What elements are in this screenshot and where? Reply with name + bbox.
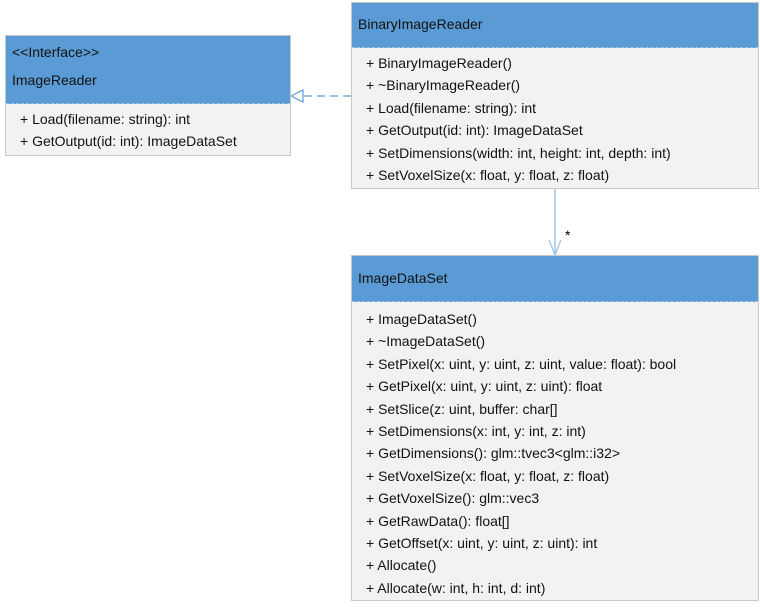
- method-list: + ImageDataSet() + ~ImageDataSet() + Set…: [352, 302, 758, 599]
- method: + SetDimensions(x: int, y: int, z: int): [366, 423, 586, 440]
- class-image-reader[interactable]: <<Interface>> ImageReader + Load(filenam…: [5, 35, 291, 156]
- method: + GetOffset(x: uint, y: uint, z: uint): …: [366, 535, 598, 552]
- class-header: ImageDataSet: [352, 256, 758, 302]
- method: + ~ImageDataSet(): [366, 333, 486, 350]
- method: + Load(filename: string): int: [20, 111, 191, 127]
- method: + GetRawData(): float[]: [366, 512, 510, 529]
- class-name: ImageReader: [12, 72, 97, 88]
- method: + GetDimensions(): glm::tvec3<glm::i32>: [366, 445, 621, 462]
- method-list: + BinaryImageReader() + ~BinaryImageRead…: [352, 48, 758, 186]
- method: + GetOutput(id: int): ImageDataSet: [20, 133, 237, 150]
- class-header: BinaryImageReader: [352, 3, 758, 48]
- method: + Allocate(w: int, h: int, d: int): [366, 579, 546, 596]
- class-stereotype: <<Interface>>: [12, 44, 100, 60]
- class-header: <<Interface>> ImageReader: [6, 36, 290, 104]
- method-list: + Load(filename: string): int + GetOutpu…: [6, 104, 290, 153]
- class-image-data-set[interactable]: ImageDataSet + ImageDataSet() + ~ImageDa…: [351, 255, 759, 601]
- class-name: BinaryImageReader: [358, 16, 483, 32]
- method: + SetVoxelSize(x: float, y: float, z: fl…: [366, 167, 610, 184]
- method: + Allocate(): [366, 557, 437, 574]
- method: + SetDimensions(width: int, height: int,…: [366, 144, 671, 161]
- method: + SetPixel(x: uint, y: uint, z: uint, va…: [366, 355, 677, 372]
- association-multiplicity: *: [565, 227, 571, 243]
- method: + ~BinaryImageReader(): [366, 77, 521, 94]
- class-binary-image-reader[interactable]: BinaryImageReader + BinaryImageReader() …: [351, 2, 759, 189]
- method: + GetVoxelSize(): glm::vec3: [366, 490, 540, 507]
- method: + GetPixel(x: uint, y: uint, z: uint): f…: [366, 378, 603, 395]
- method: + SetVoxelSize(x: float, y: float, z: fl…: [366, 467, 610, 484]
- method: + Load(filename: string): int: [366, 99, 537, 116]
- realization-arrowhead: [289, 89, 304, 103]
- class-name: ImageDataSet: [358, 270, 448, 286]
- method: + SetSlice(z: uint, buffer: char[]: [366, 400, 558, 417]
- method: + GetOutput(id: int): ImageDataSet: [366, 122, 583, 139]
- method: + ImageDataSet(): [366, 311, 477, 327]
- method: + BinaryImageReader(): [366, 55, 512, 71]
